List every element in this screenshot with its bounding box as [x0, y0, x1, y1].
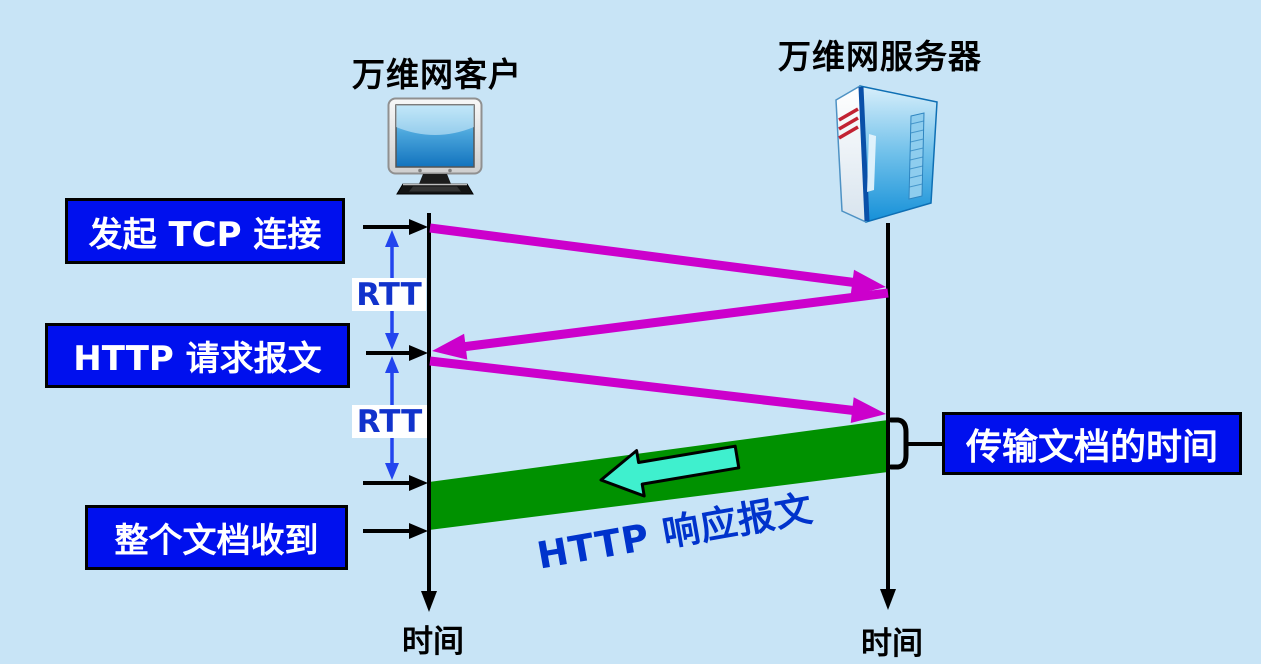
monitor-icon	[387, 97, 483, 195]
event-box-tcp-connect: 发起 TCP 连接	[65, 198, 345, 264]
rtt-label-2: RTT	[352, 404, 427, 440]
event-box-doc-received: 整个文档收到	[85, 505, 348, 570]
server-tower-icon	[835, 84, 938, 223]
message-arrow-tcp-request	[429, 223, 886, 296]
server-label: 万维网服务器	[778, 37, 982, 76]
server-timeline	[880, 223, 896, 610]
rtt-label-1: RTT	[352, 277, 426, 313]
server-time-label: 时间	[861, 626, 923, 662]
event-box-transfer-time: 传输文档的时间	[942, 412, 1242, 475]
tick-arrow-http-request	[366, 345, 428, 361]
event-box-http-request: HTTP 请求报文	[45, 323, 350, 388]
message-arrow-tcp-confirm	[432, 288, 889, 360]
message-arrow-http-request	[429, 356, 886, 423]
tick-arrow-tcp-connect	[363, 219, 428, 235]
client-label: 万维网客户	[352, 55, 522, 94]
tick-arrow-response-start	[363, 475, 428, 491]
client-timeline	[421, 213, 437, 612]
client-time-label: 时间	[402, 624, 464, 660]
transfer-time-bracket	[888, 417, 909, 470]
tick-arrow-doc-received	[363, 523, 428, 539]
response-direction-arrow	[599, 444, 741, 498]
